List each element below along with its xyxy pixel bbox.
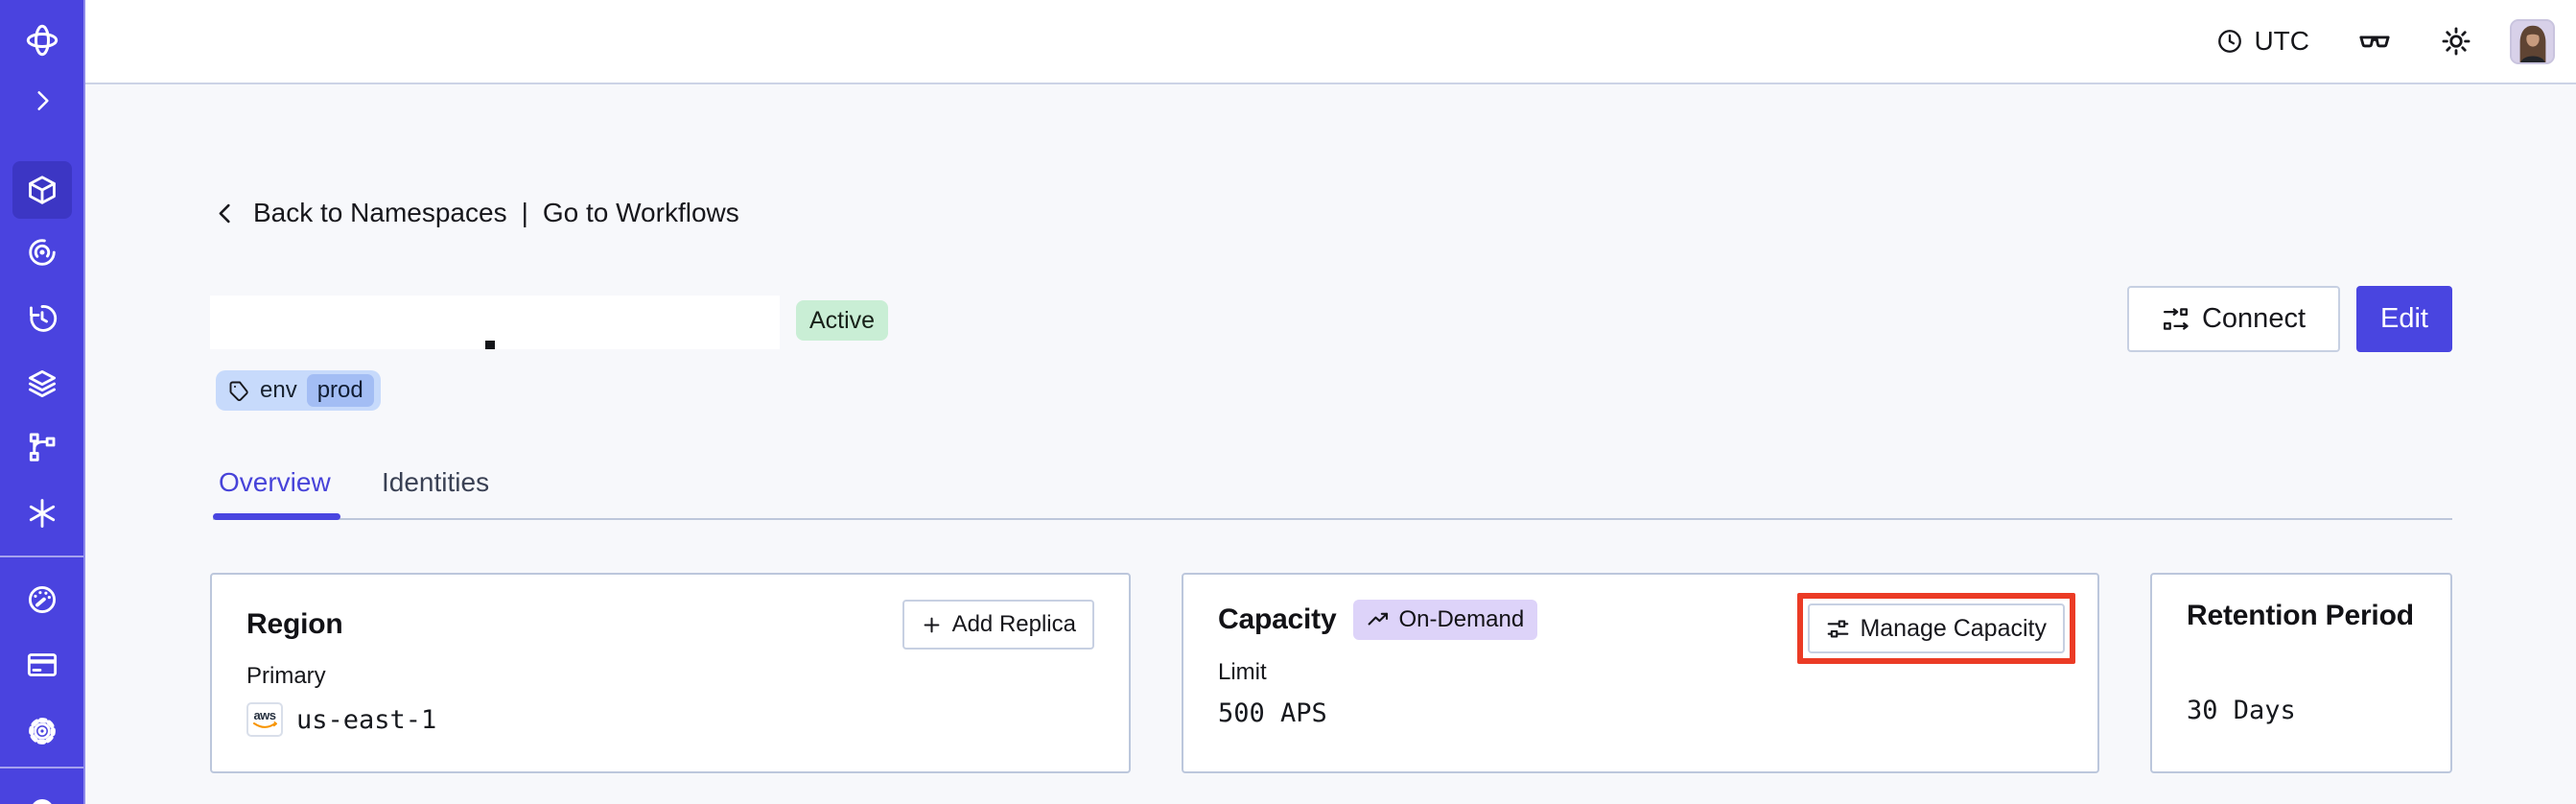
glasses-icon [2359,35,2390,48]
sidebar-divider [0,556,83,557]
gauge-icon [28,585,57,614]
sidebar-item-usage[interactable] [12,571,72,628]
asterisk-icon [29,499,56,528]
user-avatar[interactable] [2510,18,2555,64]
sidebar-expand-button[interactable] [12,72,72,130]
plus-icon [924,617,939,632]
edit-label: Edit [2380,303,2428,334]
history-clock-icon [30,305,58,332]
theme-toggle-button[interactable] [2440,25,2472,58]
chevron-left-icon[interactable] [213,201,239,226]
sidebar-item-batch-operations[interactable] [12,419,72,477]
manage-capacity-label: Manage Capacity [1860,614,2047,642]
aws-logo: aws [246,702,283,737]
sidebar-item-billing[interactable] [12,636,72,694]
region-value: us-east-1 [296,704,437,735]
status-badge: Active [796,300,889,341]
cube-icon [29,176,56,204]
tab-overview[interactable]: Overview [219,467,331,497]
credit-card-icon [27,653,58,676]
capacity-card-title: Capacity [1218,603,1337,635]
avatar-portrait-icon [2512,20,2553,62]
layers-icon [28,369,57,398]
add-replica-label: Add Replica [951,611,1076,637]
sidebar-item-nexus[interactable] [12,485,72,542]
go-to-workflows-link[interactable]: Go to Workflows [542,198,739,227]
connect-label: Connect [2201,303,2306,334]
sidebar-item-workflows[interactable] [12,224,72,281]
gear-icon [29,718,56,745]
redaction-artifact-dot [485,341,495,349]
temporal-logo-icon[interactable] [12,12,72,69]
capacity-card: Capacity On-Demand Manage Capacity [1182,573,2099,773]
sidebar-item-settings[interactable] [12,702,72,760]
region-card-title: Region [246,608,343,640]
active-tab-indicator [213,513,340,520]
connect-flow-icon [2163,308,2189,330]
clock-icon [2218,30,2242,53]
branch-icon [29,433,56,461]
timezone-label: UTC [2254,26,2309,56]
tag-icon [229,381,248,401]
edit-button[interactable]: Edit [2356,286,2452,352]
retention-card: Retention Period 30 Days [2150,573,2452,773]
labs-toggle-button[interactable] [2357,24,2392,59]
sidebar-item-namespaces[interactable] [12,161,72,219]
primary-label: Primary [246,663,326,689]
sidebar-item-bottom-partial[interactable] [12,782,72,804]
connect-button[interactable]: Connect [2127,286,2340,352]
retention-card-title: Retention Period [2187,600,2414,631]
trending-up-icon [1369,612,1389,626]
namespace-tag: env prod [216,370,381,411]
sidebar-item-deployments[interactable] [12,355,72,413]
aws-smile-icon [253,721,277,728]
on-demand-badge: On-Demand [1353,600,1538,640]
tabs-hairline [213,518,2452,520]
aws-logo-text: aws [253,707,276,722]
add-replica-button[interactable]: Add Replica [902,600,1094,650]
breadcrumb-separator: | [521,198,528,227]
tag-value-chip: prod [306,374,374,407]
tag-key: env [260,377,297,403]
retention-value: 30 Days [2187,696,2296,725]
sidebar-item-schedules[interactable] [12,290,72,347]
annotation-highlight-box: Manage Capacity [1797,593,2075,664]
tab-identities[interactable]: Identities [382,467,490,497]
sliders-icon [1828,620,1849,637]
capacity-value: 500 APS [1218,698,1327,728]
manage-capacity-button[interactable]: Manage Capacity [1808,603,2065,653]
limit-label: Limit [1218,659,1267,685]
sidebar [0,0,85,804]
sidebar-divider [0,767,83,769]
sun-icon [2442,27,2471,56]
timezone-button[interactable]: UTC [2216,26,2309,57]
namespace-title-redacted [210,296,780,349]
topbar: UTC [85,0,2576,84]
breadcrumb: Back to Namespaces | Go to Workflows [213,198,739,228]
back-to-namespaces-link[interactable]: Back to Namespaces [253,198,507,227]
on-demand-label: On-Demand [1398,606,1525,632]
spiral-icon [29,239,56,266]
chevron-right-icon [37,91,49,110]
circle-partial-icon [33,799,52,804]
region-card: Region Add Replica Primary aws us-east-1 [210,573,1131,773]
